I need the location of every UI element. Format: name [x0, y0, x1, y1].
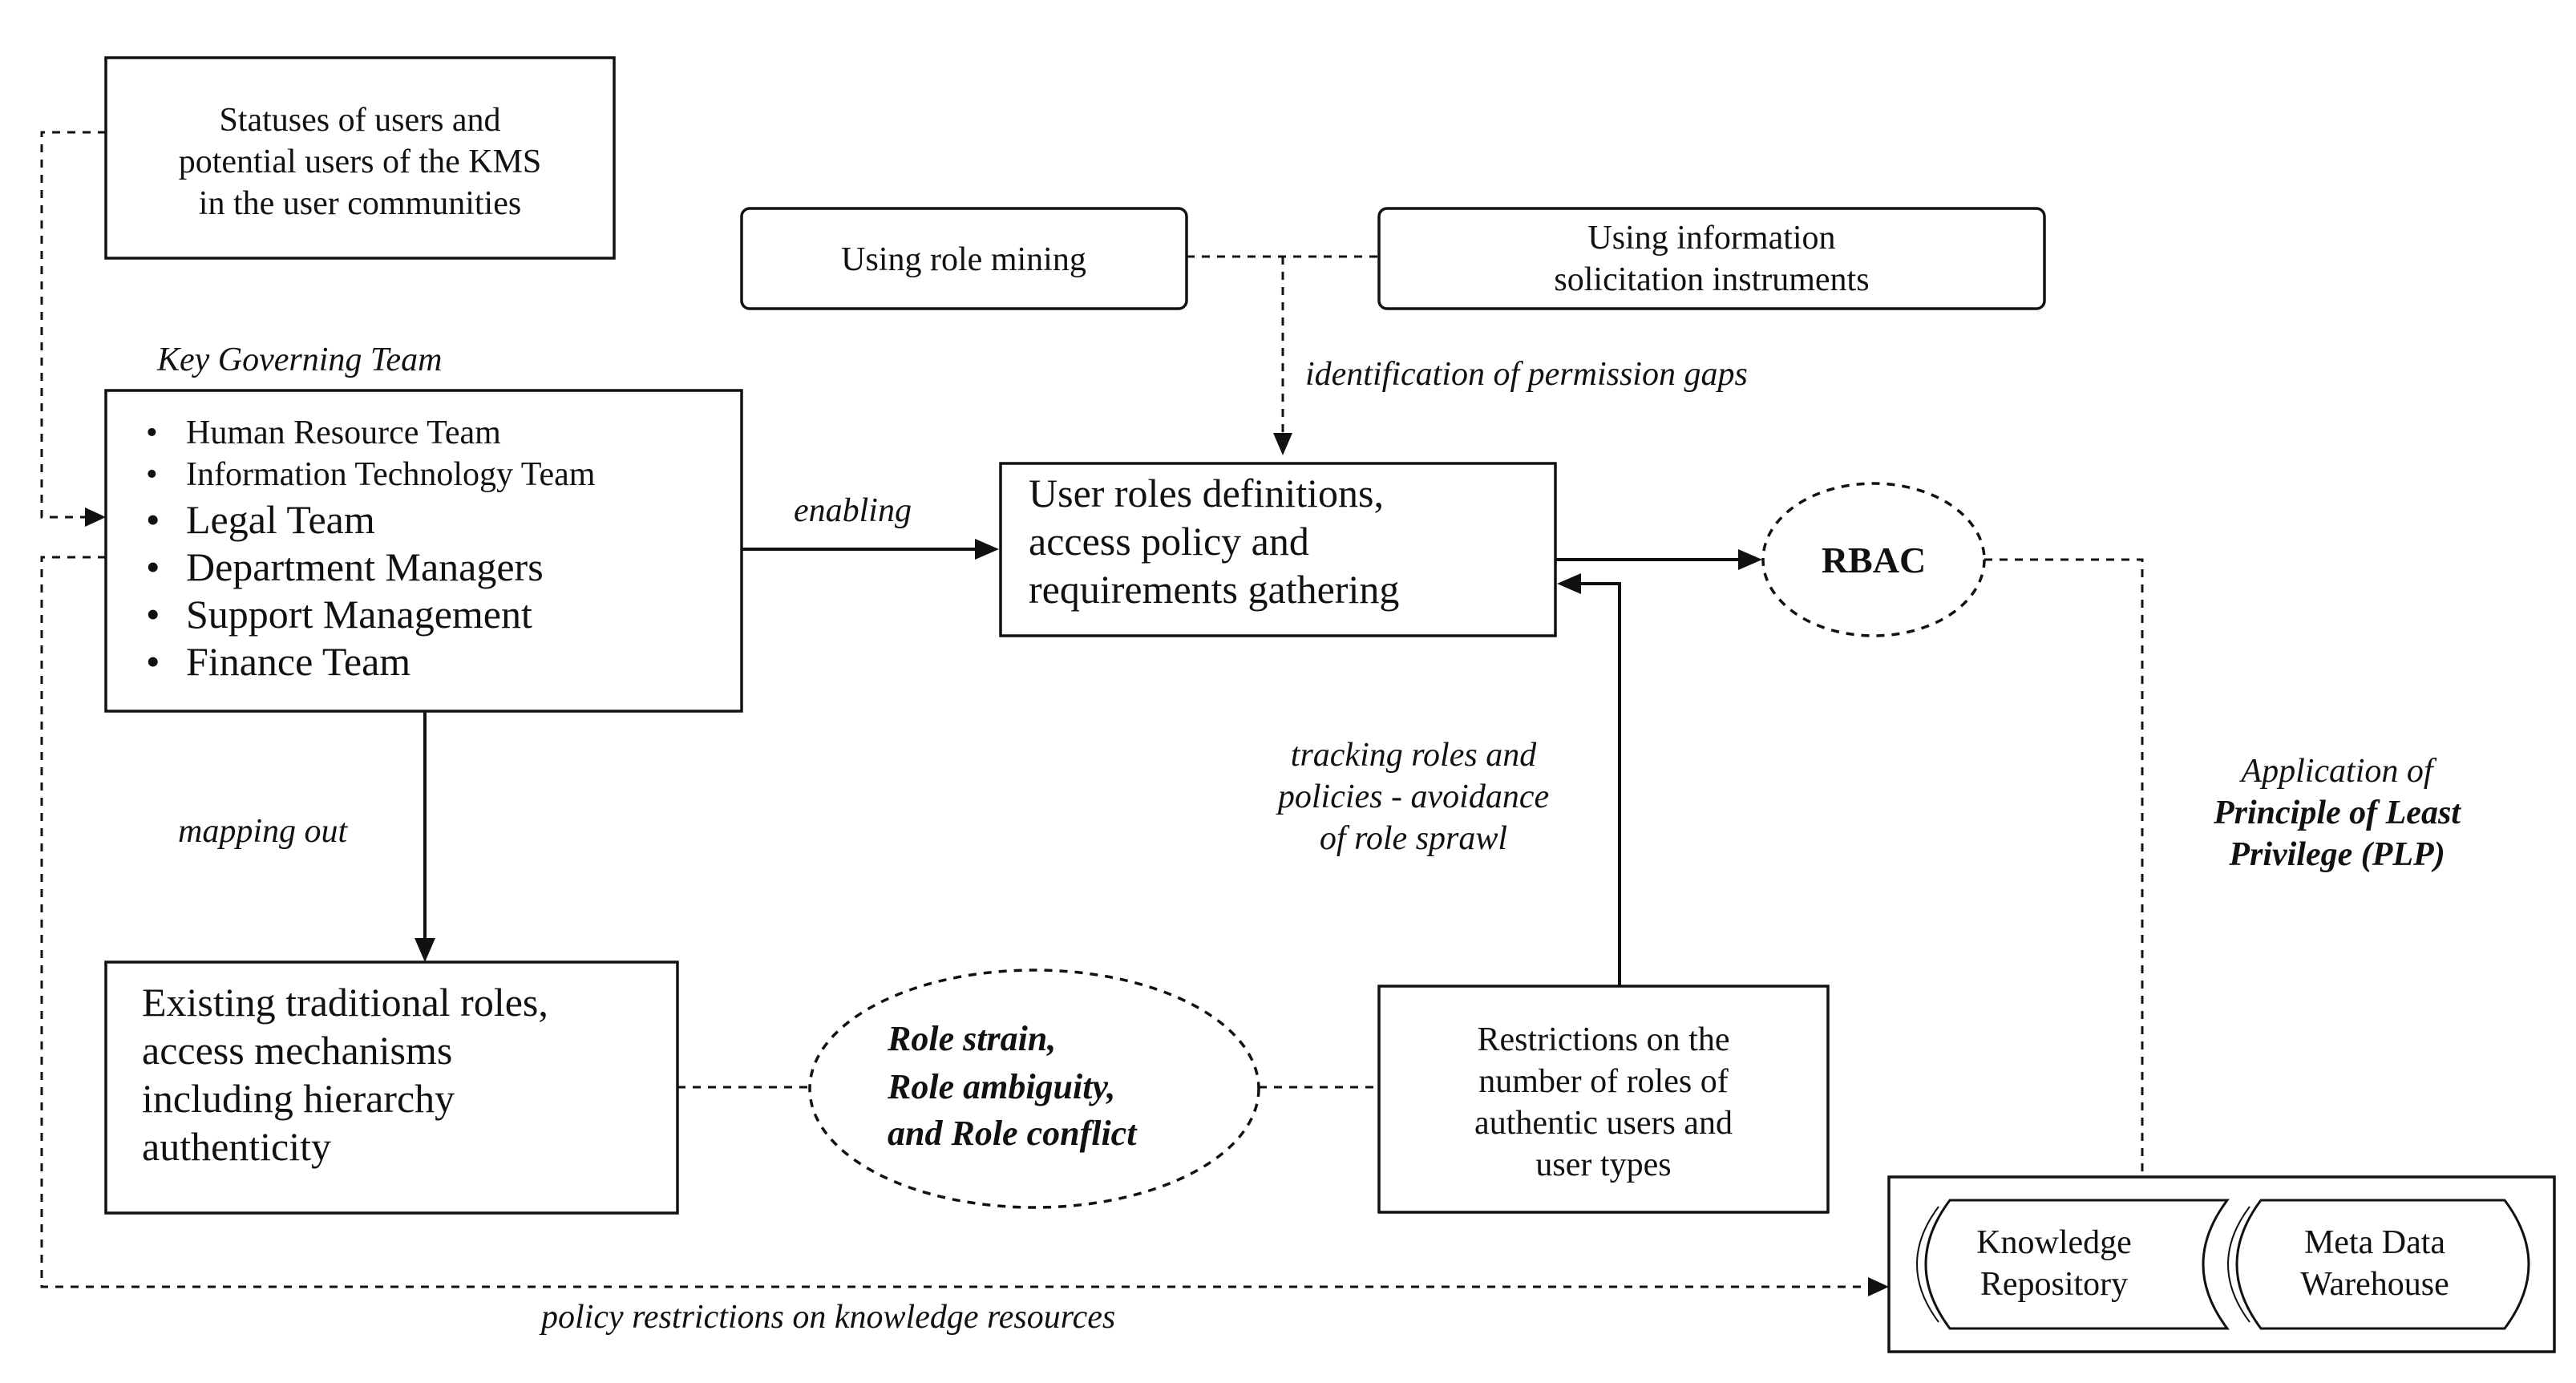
policy-restrictions-label: policy restrictions on knowledge resourc… — [539, 1299, 1115, 1336]
role-strain-label: Role strain, — [887, 1019, 1056, 1058]
enabling-arrow — [742, 539, 999, 560]
team-finance: Finance Team — [186, 639, 410, 684]
user-roles-box: User roles definitions, access policy an… — [999, 462, 1557, 637]
role-mining-box: Using role mining — [740, 207, 1188, 310]
statuses-line-2: potential users of the KMS — [179, 144, 542, 180]
mapping-out-label: mapping out — [178, 813, 349, 850]
statuses-box: Statuses of users and potential users of… — [104, 56, 616, 260]
user-roles-line-1: User roles definitions, — [1029, 471, 1384, 516]
rbac-label: RBAC — [1822, 540, 1926, 580]
meta-data-warehouse-shape: Meta Data Warehouse — [2227, 1199, 2530, 1330]
role-ambiguity-label: Role ambiguity, — [887, 1067, 1115, 1106]
identification-connector — [1187, 255, 1379, 455]
bullet-dot: • — [146, 456, 158, 493]
tracking-label-line-1: tracking roles and — [1291, 737, 1537, 774]
knowledge-repository-line-1: Knowledge — [1976, 1224, 2132, 1261]
existing-roles-line-1: Existing traditional roles, — [142, 980, 548, 1025]
restrictions-line-4: user types — [1535, 1146, 1671, 1183]
bullet-dot: • — [146, 497, 160, 542]
statuses-line-3: in the user communities — [199, 185, 521, 222]
meta-data-warehouse-line-1: Meta Data — [2304, 1224, 2445, 1261]
existing-roles-line-4: authenticity — [142, 1124, 331, 1169]
tracking-label-line-2: policies - avoidance — [1276, 778, 1549, 815]
policy-restrictions-connector — [40, 556, 1889, 1296]
existing-roles-line-3: including hierarchy — [142, 1076, 455, 1121]
team-support-management: Support Management — [186, 592, 532, 637]
info-solicitation-box: Using information solicitation instrumen… — [1377, 207, 2046, 310]
tracking-arrow — [1557, 573, 1621, 986]
enabling-label: enabling — [794, 492, 912, 529]
bullet-dot: • — [146, 414, 158, 451]
info-solicitation-line-2: solicitation instruments — [1554, 261, 1869, 298]
restrictions-box: Restrictions on the number of roles of a… — [1377, 985, 1830, 1214]
meta-data-warehouse-line-2: Warehouse — [2300, 1266, 2449, 1303]
identification-label: identification of permission gaps — [1305, 356, 1748, 393]
bullet-dot: • — [146, 639, 160, 684]
team-human-resource: Human Resource Team — [186, 414, 501, 451]
tracking-label-line-3: of role sprawl — [1320, 820, 1507, 857]
plp-label: Application of Principle of Least Privil… — [2213, 753, 2461, 873]
team-department-managers: Department Managers — [186, 544, 544, 589]
role-mining-label: Using role mining — [841, 241, 1086, 278]
plp-label-line-1: Application of — [2238, 753, 2436, 790]
statuses-to-governing-connector — [40, 131, 106, 527]
existing-roles-line-2: access mechanisms — [142, 1028, 452, 1073]
user-roles-line-3: requirements gathering — [1029, 567, 1399, 612]
restrictions-line-1: Restrictions on the — [1478, 1021, 1730, 1058]
governing-team-list: • Human Resource Team • Information Tech… — [146, 414, 596, 684]
bullet-dot: • — [146, 544, 160, 589]
roles-to-rbac-arrow — [1555, 549, 1762, 570]
bullet-dot: • — [146, 592, 160, 637]
team-information-technology: Information Technology Team — [186, 456, 596, 493]
rbac-node: RBAC — [1761, 482, 1986, 637]
knowledge-store-box: Knowledge Repository Meta Data Warehouse — [1887, 1175, 2556, 1353]
knowledge-repository-line-2: Repository — [1980, 1266, 2128, 1303]
role-conflicts-node: Role strain, Role ambiguity, and Role co… — [808, 969, 1260, 1209]
statuses-line-1: Statuses of users and — [219, 102, 500, 139]
info-solicitation-line-1: Using information — [1587, 220, 1835, 257]
governing-team-box: • Human Resource Team • Information Tech… — [104, 389, 743, 713]
existing-roles-box: Existing traditional roles, access mecha… — [104, 960, 679, 1215]
key-governing-team-label: Key Governing Team — [156, 342, 442, 378]
plp-label-line-3: Privilege (PLP) — [2228, 836, 2445, 873]
knowledge-repository-shape: Knowledge Repository — [1916, 1199, 2230, 1330]
tracking-label: tracking roles and policies - avoidance … — [1276, 737, 1549, 857]
restrictions-line-3: authentic users and — [1474, 1105, 1733, 1142]
mapping-out-arrow — [415, 712, 435, 962]
plp-label-line-2: Principle of Least — [2213, 795, 2461, 831]
restrictions-line-2: number of roles of — [1478, 1063, 1728, 1100]
role-conflict-label: and Role conflict — [888, 1114, 1138, 1153]
team-legal: Legal Team — [186, 497, 375, 542]
plp-connector — [1984, 558, 2144, 1177]
user-roles-line-2: access policy and — [1029, 519, 1309, 564]
